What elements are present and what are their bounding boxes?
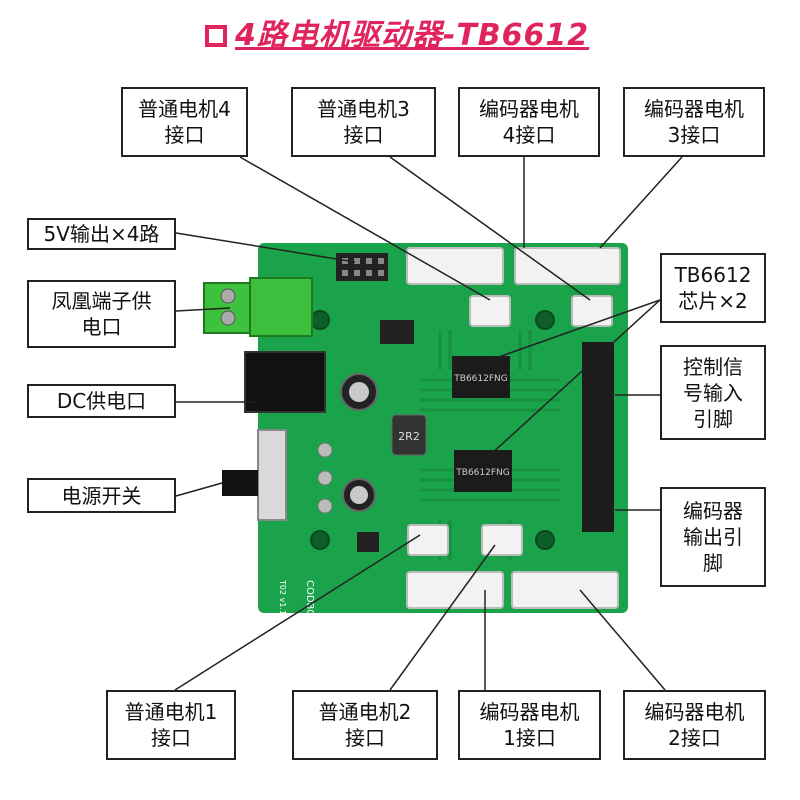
bottom-connectors (406, 524, 619, 609)
pcb-board (258, 243, 628, 613)
label-motor4-interface: 普通电机4 接口 (121, 87, 248, 157)
5v-header (336, 253, 388, 281)
callout-lines (174, 156, 683, 691)
switch-lever (222, 470, 258, 496)
label-dc-power: DC供电口 (27, 384, 176, 418)
control-header (582, 342, 614, 532)
version-silkscreen: T02 v1.1 (278, 579, 287, 615)
tb6612-chip-2 (454, 450, 512, 492)
switch-pins (317, 442, 333, 514)
dc-jack (244, 351, 326, 413)
screw-icon (220, 288, 236, 304)
label-motor1-interface: 普通电机1 接口 (106, 690, 236, 760)
top-connectors (406, 247, 621, 327)
phoenix-terminal-body (249, 277, 313, 337)
title-text: 4路电机驱动器-TB6612 (235, 18, 590, 53)
label-motor2-interface: 普通电机2 接口 (292, 690, 438, 760)
chip-2-label: TB6612FNG (455, 468, 509, 478)
chip-1-label: TB6612FNG (453, 374, 507, 384)
label-5v-output: 5V输出×4路 (27, 218, 176, 250)
inductor-label: 2R2 (398, 430, 420, 443)
power-switch (257, 429, 287, 521)
mounting-holes (310, 310, 555, 550)
label-encoder1-interface: 编码器电机 1接口 (458, 690, 601, 760)
diode (357, 532, 379, 552)
square-icon (205, 25, 227, 47)
tb6612-chip-1 (452, 356, 510, 398)
label-tb6612-chips: TB6612 芯片×2 (660, 253, 766, 323)
label-encoder4-interface: 编码器电机 4接口 (458, 87, 600, 157)
label-phoenix-power: 凤凰端子供 电口 (27, 280, 176, 348)
label-control-input: 控制信 号输入 引脚 (660, 345, 766, 440)
screw-icon (220, 310, 236, 326)
label-motor3-interface: 普通电机3 接口 (291, 87, 436, 157)
label-encoder3-interface: 编码器电机 3接口 (623, 87, 765, 157)
label-encoder2-interface: 编码器电机 2接口 (623, 690, 766, 760)
page-title: 4路电机驱动器-TB6612 (205, 10, 589, 54)
label-encoder-output: 编码器 输出引 脚 (660, 487, 766, 587)
label-power-switch: 电源开关 (27, 478, 176, 513)
inductor (391, 414, 427, 456)
brand-silkscreen: CODBOT (304, 580, 315, 624)
regulator-chip (380, 320, 414, 344)
